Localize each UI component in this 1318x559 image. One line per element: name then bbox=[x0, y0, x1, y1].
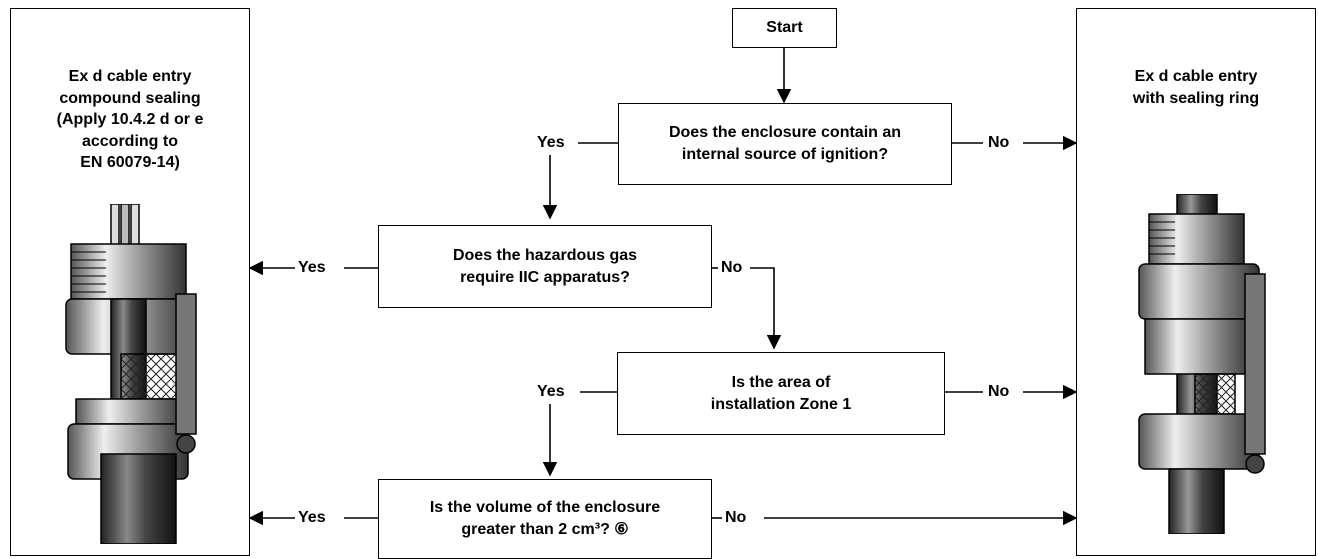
decision-iic-apparatus-text: Does the hazardous gas require IIC appar… bbox=[452, 246, 638, 286]
edge-iic-no-b bbox=[750, 267, 782, 350]
decision-enclosure-volume-text: Is the volume of the enclosure greater t… bbox=[429, 499, 661, 538]
edge-label-volume-yes: Yes bbox=[295, 509, 329, 527]
edge-label-iic-yes: Yes bbox=[295, 259, 329, 277]
decision-zone-1: Is the area of installation Zone 1 bbox=[617, 352, 945, 435]
decision-enclosure-volume: Is the volume of the enclosure greater t… bbox=[378, 479, 712, 559]
compound-sealing-gland-illustration bbox=[65, 204, 197, 544]
right-outcome-panel: Ex d cable entry with sealing ring bbox=[1076, 8, 1316, 556]
decision-zone-1-text: Is the area of installation Zone 1 bbox=[710, 373, 852, 413]
edge-label-ignition-no: No bbox=[985, 134, 1013, 152]
edge-label-iic-no: No bbox=[718, 259, 746, 277]
edge-label-zone1-no: No bbox=[985, 383, 1013, 401]
decision-internal-ignition: Does the enclosure contain an internal s… bbox=[618, 103, 952, 185]
decision-iic-apparatus: Does the hazardous gas require IIC appar… bbox=[378, 225, 712, 308]
right-panel-title: Ex d cable entry with sealing ring bbox=[1132, 68, 1260, 107]
edge-label-ignition-yes: Yes bbox=[534, 134, 568, 152]
left-outcome-panel: Ex d cable entry compound sealing (Apply… bbox=[10, 8, 250, 556]
start-label: Start bbox=[766, 19, 803, 37]
sealing-ring-gland-illustration bbox=[1138, 194, 1266, 534]
decision-internal-ignition-text: Does the enclosure contain an internal s… bbox=[668, 124, 902, 163]
left-panel-title: Ex d cable entry compound sealing (Apply… bbox=[56, 68, 204, 172]
edge-label-volume-no: No bbox=[722, 509, 750, 527]
start-node: Start bbox=[732, 8, 837, 48]
edge-label-zone1-yes: Yes bbox=[534, 383, 568, 401]
